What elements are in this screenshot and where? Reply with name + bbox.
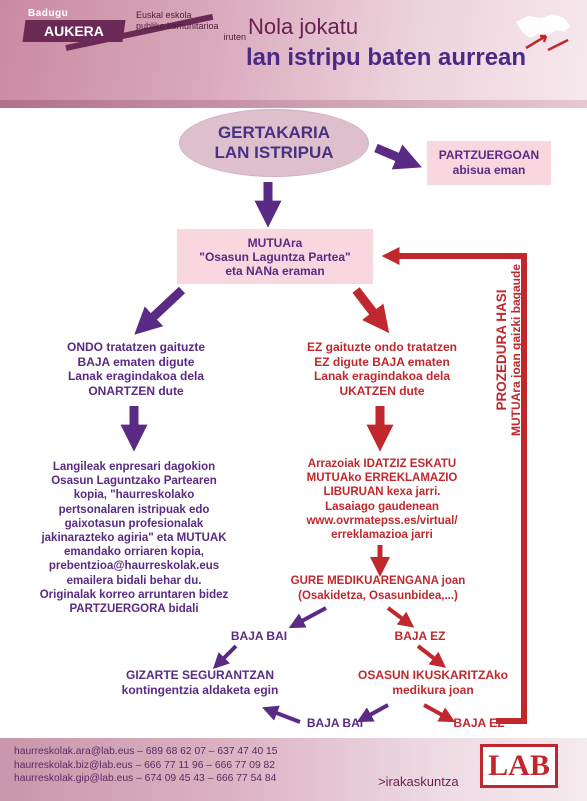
baja-ez-1: BAJA EZ <box>394 629 446 643</box>
left-case-line-4: ONARTZEN dute <box>88 383 184 398</box>
header-band <box>0 0 587 108</box>
right-detail-text: Arrazoiak IDATZIZ ESKATU MUTUAko ERREKLA… <box>284 457 480 542</box>
right-case-line-1: EZ gaituzte ondo tratatzen <box>307 340 457 354</box>
left-detail-text: Langileak enpresari dagokion Osasun Lagu… <box>18 460 250 616</box>
left-case-line-2: BAJA ematen digute <box>77 354 195 369</box>
right-detail-line-3: LIBURUAN kexa jarri. <box>323 486 441 499</box>
header-title-line-2: lan istripu baten aurrean <box>246 44 527 71</box>
right-detail-line-2: MUTUAko ERREKLAMAZIO <box>306 472 458 485</box>
arrow-to-baja-bai-1 <box>288 606 327 629</box>
prozedura-line-2: MUTUAra joan gaizki bagaude <box>509 263 523 437</box>
arrow-to-gizarte <box>212 644 238 670</box>
start-line-2: LAN ISTRIPUA <box>214 143 334 162</box>
left-detail-line-2: Osasun Laguntzako Partearen <box>51 475 217 488</box>
right-detail-line-6: erreklamazioa jarri <box>331 529 433 542</box>
medikua-text: GURE MEDIKUARENGANA joan (Osakidetza, Os… <box>266 574 490 603</box>
right-case-line-2: EZ digute BAJA ematen <box>314 354 450 369</box>
left-case-text: ONDO tratatzen gaituzte BAJA ematen digu… <box>46 340 226 398</box>
logo-sub-line-3: iruten <box>223 32 246 42</box>
contact-line-biz: haurreskolak.biz@lab.eus – 666 77 11 96 … <box>14 759 276 771</box>
header-title-line-1: Nola jokatu <box>248 14 359 39</box>
left-detail-line-8: prebentzioa@haurreskolak.eus <box>48 560 220 573</box>
logo-sub-line-2: publiko komunitarioa <box>136 21 219 31</box>
left-detail-line-4: pertsonalaren istripuak edo <box>58 503 210 516</box>
left-detail-line-7: emandako orriaren kopia, <box>64 546 204 559</box>
mutua-line-1: MUTUAra <box>247 235 303 250</box>
box-mutua: MUTUAra "Osasun Laguntza Partea" eta NAN… <box>177 229 373 284</box>
left-detail-line-5: gaixotasun profesionalak <box>64 517 204 530</box>
ikuskaritza-line-1: OSASUN IKUSKARITZAko <box>357 668 508 682</box>
contact-list: haurreskolak.ara@lab.eus – 689 68 62 07 … <box>14 745 278 786</box>
prozedura-vertical-text: PROZEDURA HASI MUTUAra joan gaizki bagau… <box>494 230 524 470</box>
ikuskaritza-text: OSASUN IKUSKARITZAko medikura joan <box>348 668 518 697</box>
left-detail-line-11: PARTZUERGORA bidali <box>69 603 199 616</box>
arrow-to-left-case <box>134 286 186 335</box>
gizarte-text: GIZARTE SEGURANTZAN kontingentzia aldake… <box>106 668 294 697</box>
box-partzuergoa: PARTZUERGOAN abisua eman <box>427 141 551 185</box>
gizarte-line-2: kontingentzia aldaketa egin <box>121 682 279 697</box>
arrow-to-partzuergoa <box>374 143 422 170</box>
partzuergoa-line-1: PARTZUERGOAN <box>438 148 540 162</box>
right-detail-line-1: Arrazoiak IDATZIZ ESKATU <box>307 458 457 470</box>
arrow-to-ikuskaritza <box>416 644 447 668</box>
contact-line-gip: haurreskolak.gip@lab.eus – 674 09 45 43 … <box>14 773 277 784</box>
arrow-to-right-case <box>352 287 390 334</box>
start-line-1: GERTAKARIA <box>217 123 331 142</box>
mutua-line-3: eta NANa eraman <box>225 263 325 278</box>
left-case-line-1: ONDO tratatzen gaituzte <box>66 340 205 354</box>
euskal-herria-map-icon <box>516 14 570 52</box>
right-detail-line-5: www.ovrmatepss.es/virtual/ <box>306 514 458 527</box>
partzuergoa-line-2: abisua eman <box>452 163 526 177</box>
start-oval-gertakaria: GERTAKARIA LAN ISTRIPUA <box>180 110 368 176</box>
ikuskaritza-line-2: medikura joan <box>392 682 474 697</box>
left-detail-line-3: kopia, "haurreskolako <box>73 489 195 502</box>
baja-ez-2: BAJA EZ <box>453 716 505 730</box>
left-detail-line-1: Langileak enpresari dagokion <box>52 461 216 473</box>
medikua-line-2: (Osakidetza, Osasunbidea,...) <box>298 589 458 602</box>
arrow-to-baja-bai-2 <box>356 703 389 723</box>
arrow-to-baja-ez-2 <box>423 703 456 723</box>
right-case-text: EZ gaituzte ondo tratatzen EZ digute BAJ… <box>284 340 480 398</box>
logo-subtitle: Euskal eskola publiko komunitarioa irute… <box>136 10 246 43</box>
lab-logo: LAB <box>480 744 558 788</box>
right-case-line-4: UKATZEN dute <box>339 383 425 398</box>
contact-line-ara: haurreskolak.ara@lab.eus – 689 68 62 07 … <box>14 746 278 757</box>
prozedura-line-1: PROZEDURA HASI <box>494 289 509 411</box>
irakaskuntza-tag: >irakaskuntza <box>378 774 459 789</box>
gizarte-line-1: GIZARTE SEGURANTZAN <box>126 668 274 682</box>
baja-bai-2: BAJA BAI <box>306 716 364 730</box>
logo-top-text: Badugu <box>28 8 69 19</box>
left-detail-line-6: jakinarazteko agiria" eta MUTUAK <box>41 532 227 545</box>
medikua-line-1: GURE MEDIKUARENGANA joan <box>290 575 466 587</box>
mutua-line-2: "Osasun Laguntza Partea" <box>199 249 351 264</box>
logo-sub-line-1: Euskal eskola <box>136 10 192 20</box>
arrow-to-baja-ez-1 <box>386 606 415 628</box>
left-detail-line-10: Originalak korreo arruntaren bidez <box>39 588 229 601</box>
right-detail-line-4: Lasaiago gaudenean <box>325 500 439 513</box>
arrow-baja-bai-2-to-gizarte <box>262 705 301 724</box>
right-case-line-3: Lanak eragindakoa dela <box>313 369 451 383</box>
left-detail-line-9: emailera bidali behar du. <box>66 574 202 587</box>
left-case-line-3: Lanak eragindakoa dela <box>67 369 205 383</box>
baja-bai-1: BAJA BAI <box>230 629 288 643</box>
